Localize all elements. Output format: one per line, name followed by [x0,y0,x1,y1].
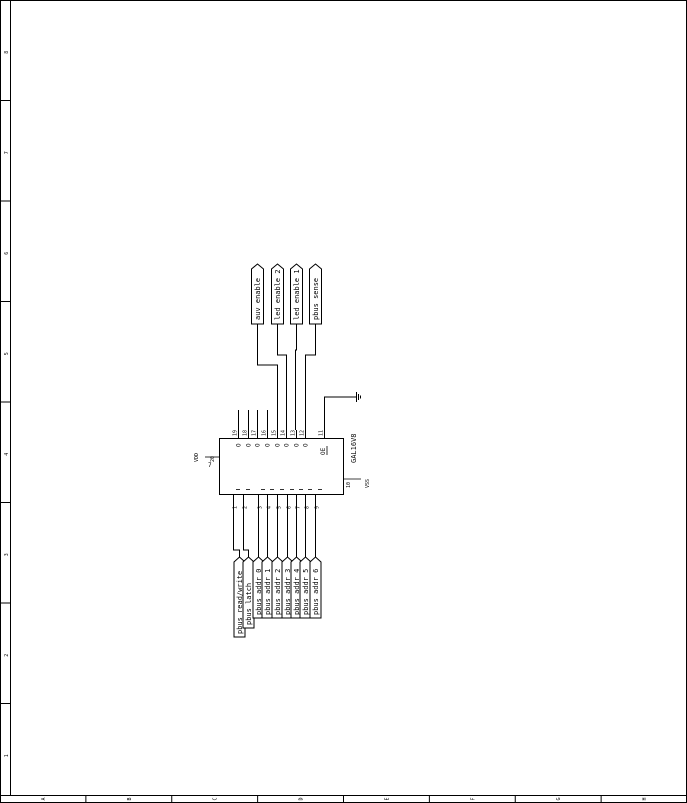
column-zone-label: C [213,797,219,800]
oe-label: OE [320,447,327,455]
chip-bottom-pin-number: 1 [233,506,239,509]
output-port-flag: led enable 2 [271,263,284,325]
chip-top-pin-number: 18 [243,430,249,436]
column-zone-label: F [470,797,476,800]
input-port-flag: pbus addr 5 [299,556,312,619]
chip-top-pin-name: O [265,443,272,447]
vdd-marker: 7 [208,462,212,469]
vdd-label: VDD [194,453,200,462]
input-port-label: pbus addr 1 [264,569,272,615]
row-zone-label: 1 [4,754,10,757]
chip-top-pin-number: 13 [291,430,297,436]
output-port-label: led enable 1 [293,269,301,320]
row-zone-label: 3 [4,553,10,556]
chip-bottom-pin-number: 3 [258,506,264,509]
row-zone-label: 4 [4,453,10,456]
row-zone-label: 7 [4,151,10,154]
output-wires [257,324,316,430]
input-port-label: pbus addr 4 [293,569,301,615]
chip-top-pin-number: 16 [262,430,268,436]
chip-bottom-pin-number: 7 [296,506,302,509]
column-zone-label: D [299,797,305,800]
column-zone-label: A [41,797,47,800]
chip-top-pin-name: O [294,443,301,447]
chip-top-pin-number: 19 [233,430,239,436]
chip-bottom-pin-number: 6 [287,506,293,509]
column-zone-label: E [384,797,390,800]
column-zone-label: B [127,797,133,800]
input-port-flag: pbus read/write [233,556,246,638]
input-port-label: pbus addr 3 [284,569,292,615]
vss-pin-number: 10 [346,482,352,488]
output-port-label: led enable 2 [274,269,282,320]
output-port-label: pbus sense [312,278,320,320]
chip-bottom-pin-number: 2 [243,506,249,509]
output-port-flag: auv enable [251,263,264,325]
input-port-flag: pbus addr 6 [309,556,322,619]
chip-bottom-pin-number: 4 [267,506,273,509]
chip-top-pin-number: 14 [281,430,287,436]
chip-top-pin-number: 15 [272,430,278,436]
output-port-label: auv enable [254,278,262,320]
vss-label: VSS [365,479,371,488]
row-zone-label: 6 [4,252,10,255]
row-zone-label: 2 [4,654,10,657]
row-zone-label: 5 [4,352,10,355]
chip-top-pin-number: 11 [319,430,325,436]
row-zone-label: 8 [4,51,10,54]
chip-top-pin-number: 17 [252,430,258,436]
column-zone-label: H [642,797,648,800]
input-port-flag: pbus addr 2 [271,556,284,619]
output-port-flag: pbus sense [309,263,322,325]
output-port-flag: led enable 1 [290,263,303,325]
chip-top-pin-name: O [284,443,291,447]
column-zone-label: G [556,797,562,800]
chip-top-pin-name: O [246,443,253,447]
input-port-label: pbus addr 2 [274,569,282,615]
chip-part-name: GAL16V8 [350,433,358,463]
vdd-pin-number: 20 [210,456,216,462]
chip-bottom-pin-number: 8 [305,506,311,509]
input-port-label: pbus addr 6 [312,569,320,615]
chip-top-pin-name: O [236,443,243,447]
chip-top-pin-name: O [255,443,262,447]
chip-top-pin-name: O [303,443,310,447]
input-wires [233,504,316,558]
input-port-label: pbus read/write [236,571,244,634]
input-port-label: pbus latch [245,583,253,625]
chip-top-pin-name: O [275,443,282,447]
chip-bottom-pin-number: 5 [277,506,283,509]
chip-top-pin-number: 12 [300,430,306,436]
input-port-flag: pbus latch [242,556,255,629]
gal16v8-chip-body [219,438,344,495]
ground-symbol [353,392,361,402]
input-port-label: pbus addr 5 [302,569,310,615]
chip-bottom-pin-number: 9 [315,506,321,509]
pin11-ground-wire [324,396,353,430]
input-port-flag: pbus addr 1 [261,556,274,619]
input-port-label: pbus addr 0 [255,569,263,615]
